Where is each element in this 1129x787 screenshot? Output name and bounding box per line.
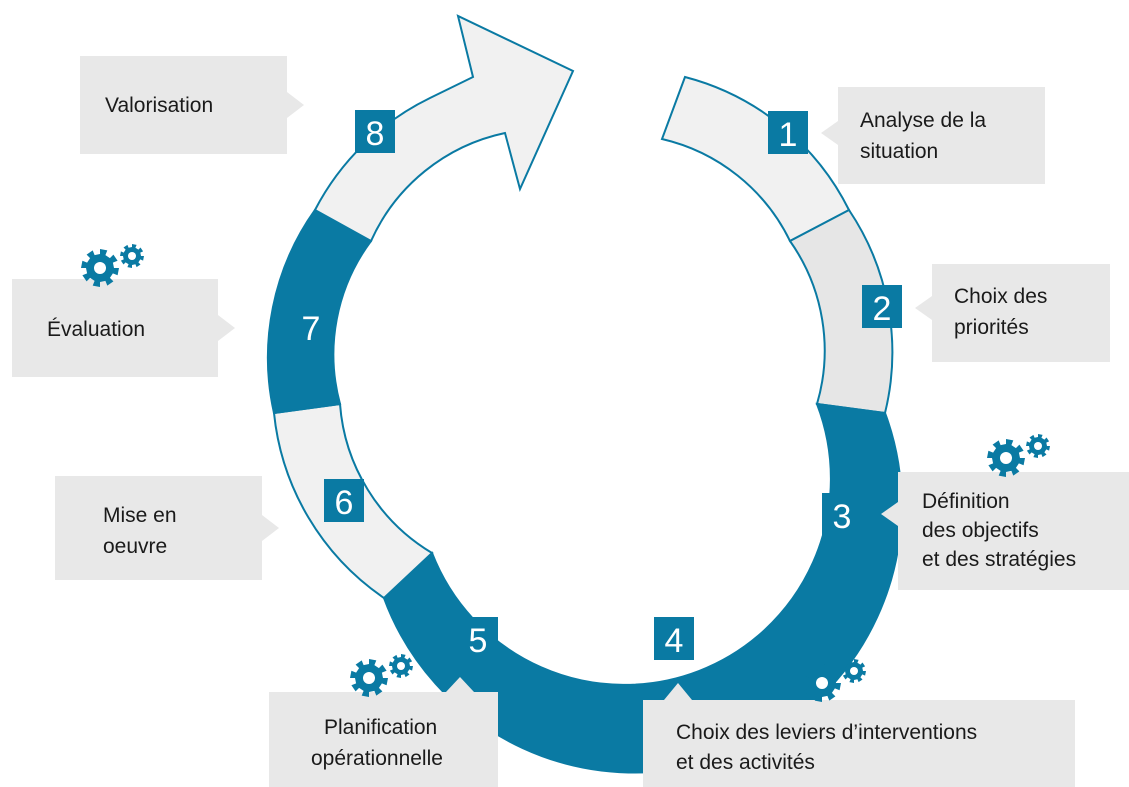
step-8-number: 8 bbox=[366, 115, 385, 153]
callout-5-line-2: opérationnelle bbox=[311, 747, 443, 770]
callout-4-box bbox=[643, 683, 1075, 787]
gear-icon bbox=[350, 654, 413, 697]
callout-8-box bbox=[80, 56, 304, 154]
callout-8: Valorisation bbox=[80, 56, 304, 154]
segment-8-arrow bbox=[313, 14, 575, 243]
callout-8-line-1: Valorisation bbox=[105, 94, 213, 117]
step-4-number: 4 bbox=[665, 622, 684, 660]
callout-2-box bbox=[915, 264, 1110, 362]
step-5-number: 5 bbox=[469, 622, 488, 660]
gear-icon bbox=[803, 659, 866, 702]
badge-4-box bbox=[654, 617, 694, 660]
badge-7-box bbox=[291, 305, 331, 348]
gear-icons bbox=[81, 244, 1050, 702]
callout-5-line-1: Planification bbox=[324, 716, 437, 739]
callout-2-line-1: Choix des bbox=[954, 285, 1047, 308]
gear-icon bbox=[987, 434, 1050, 477]
gear-large-hole bbox=[363, 672, 375, 684]
callout-3: Définition des objectifs et des stratégi… bbox=[881, 472, 1129, 590]
badge-6-box bbox=[324, 479, 364, 522]
callout-7: Évaluation bbox=[12, 279, 235, 377]
callout-2: Choix des priorités bbox=[915, 264, 1110, 362]
callout-3-line-1: Définition bbox=[922, 490, 1010, 513]
step-badges: 1 2 3 4 5 6 7 8 bbox=[291, 110, 902, 660]
divider-3-4 bbox=[733, 550, 777, 596]
gear-icon bbox=[81, 244, 144, 287]
callout-1-line-2: situation bbox=[860, 140, 938, 163]
callout-5-box bbox=[269, 677, 498, 787]
gear-small-hole bbox=[1034, 442, 1042, 450]
callout-1-line-1: Analyse de la bbox=[860, 109, 986, 132]
step-1-number: 1 bbox=[779, 116, 798, 154]
gear-small-hole bbox=[850, 667, 858, 675]
callout-3-box bbox=[881, 472, 1129, 590]
gear-small-hole bbox=[397, 662, 405, 670]
badge-2-box bbox=[862, 285, 902, 328]
callout-3-line-3: et des stratégies bbox=[922, 548, 1076, 571]
gear-large-hole bbox=[94, 262, 106, 274]
gear-small-hole bbox=[128, 252, 136, 260]
callout-2-line-2: priorités bbox=[954, 316, 1029, 339]
step-callouts: Analyse de la situation Choix des priori… bbox=[12, 56, 1129, 787]
callout-6-line-1: Mise en bbox=[103, 504, 177, 527]
badge-1-box bbox=[768, 111, 808, 154]
step-3-number: 3 bbox=[833, 498, 852, 536]
callout-4: Choix des leviers d’interventions et des… bbox=[643, 683, 1075, 787]
callout-6-line-2: oeuvre bbox=[103, 535, 167, 558]
badge-5-box bbox=[458, 617, 498, 660]
step-2-number: 2 bbox=[873, 290, 892, 328]
callout-1-box bbox=[821, 87, 1045, 184]
gear-large-hole bbox=[816, 677, 828, 689]
callout-3-line-2: des objectifs bbox=[922, 519, 1039, 542]
step-6-number: 6 bbox=[335, 484, 354, 522]
callout-7-box bbox=[12, 279, 235, 377]
callout-6-box bbox=[55, 476, 279, 580]
step-7-number: 7 bbox=[302, 310, 321, 348]
callout-7-line-1: Évaluation bbox=[47, 318, 145, 341]
callout-4-line-1: Choix des leviers d’interventions bbox=[676, 721, 977, 744]
callout-4-line-2: et des activités bbox=[676, 751, 815, 774]
gear-large-hole bbox=[1000, 452, 1012, 464]
callout-6: Mise en oeuvre bbox=[55, 476, 279, 580]
segment-1 bbox=[660, 75, 851, 243]
callout-5: Planification opérationnelle bbox=[269, 677, 498, 787]
badge-3-box bbox=[822, 493, 862, 536]
badge-8-box bbox=[355, 110, 395, 153]
callout-1: Analyse de la situation bbox=[821, 87, 1045, 184]
